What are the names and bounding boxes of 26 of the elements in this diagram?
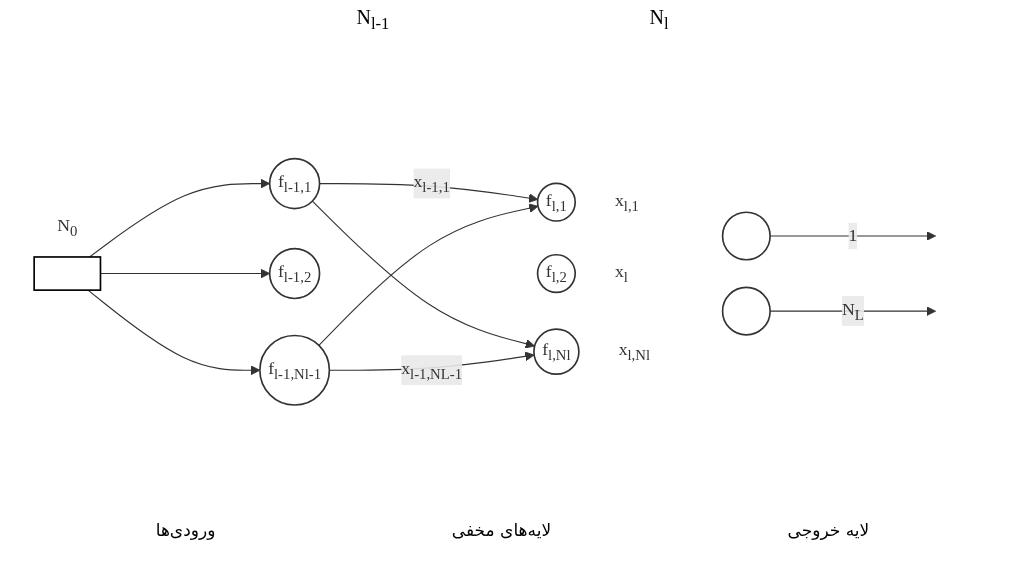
- layer-label: N$_{l-1}$: [356, 6, 390, 34]
- edge-label: N$_{L}$: [841, 299, 864, 323]
- arrow: [88, 178, 270, 258]
- edge-label: x$_{l-1,NL-1}$: [400, 358, 462, 383]
- node-circle: f$_{l,Nl}$: [532, 328, 580, 376]
- node-circle: f$_{l-1,2}$: [268, 247, 320, 300]
- node-circle: f$_{l-1,Nl-1}$: [258, 334, 330, 406]
- node-label: x$_{l}$: [614, 261, 628, 286]
- layer-label: N$_{l}$: [649, 6, 669, 34]
- node-circle: [721, 211, 771, 261]
- node-circle: f$_{l-1,1}$: [268, 157, 320, 210]
- arrow: [86, 289, 260, 376]
- node-label: x$_{l,Nl}$: [618, 340, 650, 364]
- edge-label: x$_{l-1,1}$: [413, 171, 450, 196]
- node-box: [32, 256, 101, 292]
- arrow: [99, 268, 270, 279]
- node-circle: f$_{l,1}$: [536, 182, 576, 222]
- layer-label: لایه‌های مخفی: [451, 520, 552, 542]
- node-label: N$_{0}$: [56, 215, 77, 240]
- arrow: [769, 231, 936, 241]
- layer-label: لایه خروجی: [787, 520, 870, 542]
- edge-label: 1: [847, 226, 857, 245]
- node-circle: f$_{l,2}$: [536, 254, 576, 294]
- node-circle: [721, 286, 771, 336]
- layer-label: ورودی‌ها: [155, 520, 216, 542]
- node-label: x$_{l,1}$: [614, 190, 639, 214]
